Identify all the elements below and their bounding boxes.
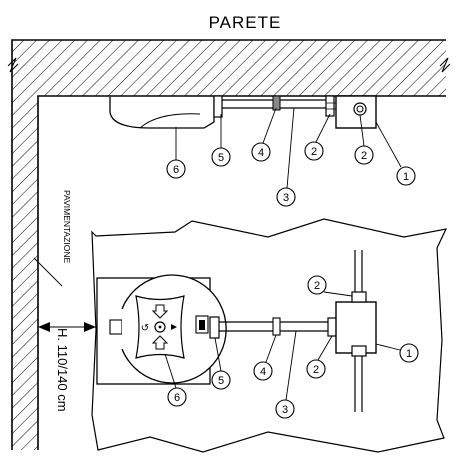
height-label: H. 110/140 cm [55, 328, 70, 412]
callout-front-4: 4 [253, 361, 273, 381]
callout-top-2b: 2 [354, 145, 374, 165]
callout-top-3: 3 [276, 187, 296, 207]
cylinder-body [109, 97, 215, 129]
callout-front-1: 1 [399, 343, 419, 363]
svg-text:1: 1 [403, 171, 409, 183]
wall-top-hatch [12, 40, 446, 96]
svg-text:2: 2 [361, 150, 367, 162]
front-view: ↺ 2 [91, 218, 448, 453]
callout-front-2a: 2 [307, 275, 327, 295]
front-nut-bottom [351, 345, 367, 357]
callout-top-1: 1 [396, 166, 416, 186]
wall-outline [11, 39, 446, 450]
svg-text:6: 6 [174, 392, 180, 404]
svg-text:2: 2 [314, 280, 320, 292]
wall-title: PARETE [209, 13, 282, 32]
break-mark-right [439, 57, 451, 73]
valve-front [209, 316, 220, 339]
callout-front-5: 5 [211, 370, 231, 390]
arrow-icons: ↺ [141, 304, 177, 350]
valve-nut [213, 95, 223, 118]
callout-front-3: 3 [275, 399, 295, 419]
svg-text:1: 1 [406, 348, 412, 360]
svg-text:5: 5 [218, 375, 224, 387]
fuse-link [272, 95, 281, 111]
cabinet-tab [109, 319, 123, 335]
callout-front-2b: 2 [306, 359, 326, 379]
wall-section [7, 39, 451, 450]
front-fuse-link [272, 317, 281, 336]
break-mark-left [7, 57, 19, 73]
svg-text:3: 3 [283, 192, 289, 204]
svg-text:↺: ↺ [141, 323, 149, 334]
svg-text:3: 3 [282, 404, 288, 416]
callout-front-6: 6 [167, 387, 187, 407]
height-dimension: H. 110/140 cm [38, 322, 96, 412]
front-nut-top [351, 291, 367, 303]
front-junction-box [335, 301, 377, 354]
svg-text:4: 4 [260, 366, 266, 378]
cylinder-curve [139, 113, 201, 129]
floor-label: PAVIMENTAZIONE [62, 190, 72, 264]
top-view: 6 5 4 3 2 2 1 [109, 95, 416, 207]
svg-text:2: 2 [311, 146, 317, 158]
svg-text:4: 4 [258, 147, 264, 159]
callout-top-4: 4 [251, 142, 271, 162]
callout-top-2a: 2 [304, 141, 324, 161]
callout-top-5: 5 [211, 147, 231, 167]
svg-text:6: 6 [173, 164, 179, 176]
svg-text:5: 5 [218, 152, 224, 164]
wall-left-hatch [12, 96, 38, 450]
svg-text:2: 2 [313, 364, 319, 376]
fitting-left [325, 95, 335, 117]
callout-top-6: 6 [166, 159, 186, 179]
floor-leader [33, 257, 63, 287]
